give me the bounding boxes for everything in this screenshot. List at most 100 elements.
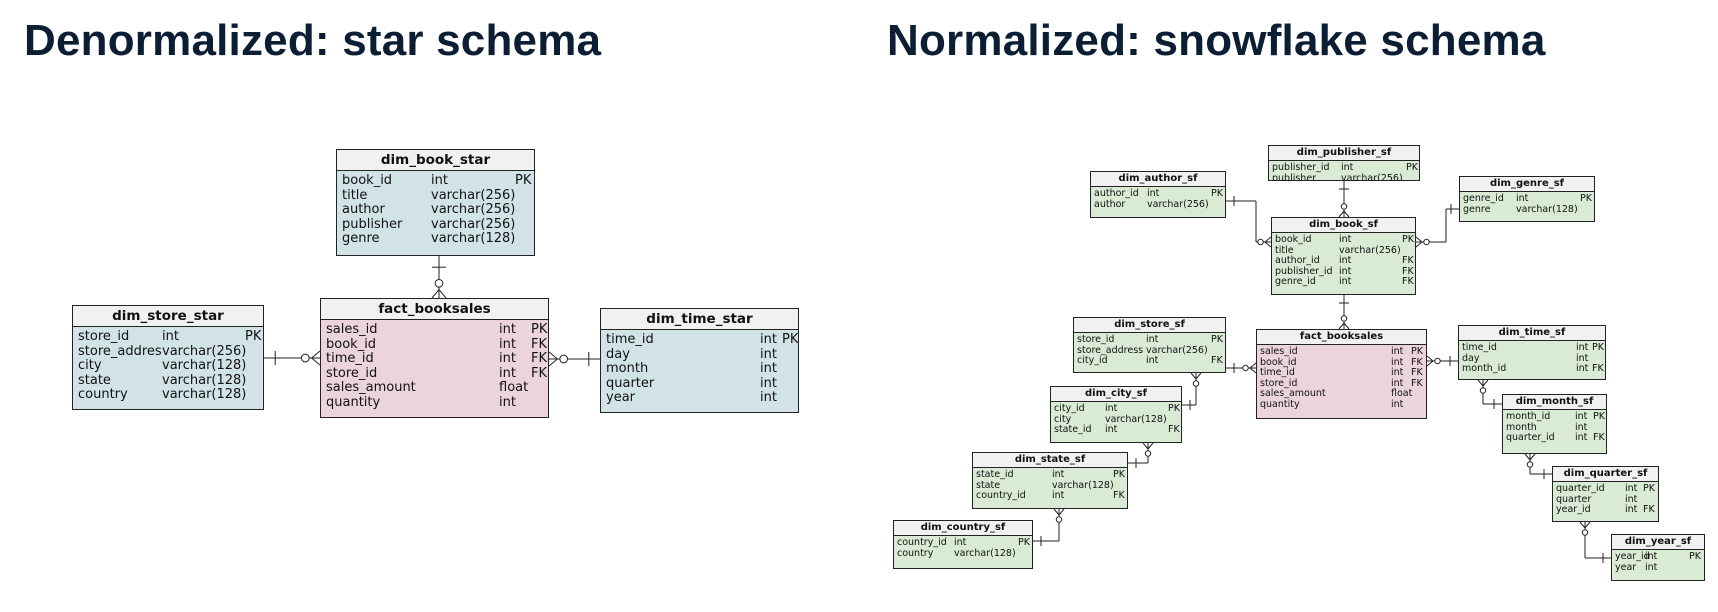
column-type: varchar(256)	[1339, 244, 1401, 256]
crow-foot-mark	[311, 357, 321, 366]
crow-foot-mark	[438, 289, 447, 299]
column-key: PK	[1402, 234, 1414, 245]
table-name: dim_genre_sf	[1460, 177, 1594, 192]
column-type: int	[1146, 334, 1159, 345]
column-key: FK	[531, 351, 548, 366]
zero-cardinality-circle	[1055, 516, 1063, 523]
column-name: author	[1094, 198, 1126, 210]
column-name: day	[606, 346, 630, 362]
column-name: sales_amount	[1260, 388, 1326, 400]
column-key: FK	[1211, 355, 1223, 367]
zero-cardinality-circle	[1581, 529, 1589, 536]
crow-foot-mark	[1415, 236, 1423, 243]
column-name: country_id	[897, 537, 947, 548]
column-name: sales_id	[326, 322, 378, 337]
crow-foot-mark	[1477, 379, 1484, 387]
column-name: book_id	[1260, 356, 1297, 368]
table-name: dim_store_star	[73, 306, 263, 327]
column-type: int	[1576, 352, 1589, 364]
zero-cardinality-circle	[559, 354, 569, 364]
column-key: FK	[531, 336, 548, 352]
column-type: int	[760, 346, 777, 362]
crow-foot-mark	[1415, 241, 1423, 248]
table-name: dim_publisher_sf	[1269, 146, 1419, 161]
column-name: country	[78, 387, 128, 402]
column-name: day	[1462, 352, 1480, 364]
column-row: sales_amount float	[1257, 389, 1426, 400]
crow-foot-mark	[1249, 362, 1257, 369]
column-type: float	[1391, 388, 1413, 400]
crow-foot-mark	[1249, 367, 1257, 374]
table-name: fact_booksales	[321, 299, 548, 320]
column-type: int	[760, 361, 777, 376]
column-name: quarter_id	[1506, 432, 1555, 444]
column-key: PK	[782, 332, 799, 347]
column-name: author_id	[1094, 188, 1139, 199]
column-type: int	[1391, 367, 1404, 379]
crow-foot-mark	[1579, 521, 1586, 529]
column-name: month	[1506, 421, 1537, 433]
zero-cardinality-circle	[1434, 357, 1441, 365]
crow-foot-mark	[1343, 210, 1350, 218]
column-key: FK	[1411, 356, 1423, 368]
column-name: title	[342, 187, 368, 203]
column-type: int	[499, 336, 516, 352]
column-name: sales_amount	[326, 380, 416, 395]
column-type: int	[1576, 342, 1589, 353]
crow-foot-mark	[548, 358, 558, 367]
zero-cardinality-circle	[1340, 203, 1348, 210]
column-name: quarter	[1556, 493, 1592, 505]
column-name: time_id	[606, 332, 654, 347]
column-key: FK	[1411, 377, 1423, 389]
column-type: int	[760, 390, 777, 405]
crow-foot-mark	[311, 350, 321, 359]
column-key: PK	[1168, 403, 1180, 414]
column-type: int	[1147, 188, 1160, 199]
column-name: month_id	[1462, 363, 1507, 375]
column-key: PK	[1580, 193, 1592, 204]
column-type: int	[1516, 193, 1529, 204]
column-type: varchar(128)	[1516, 203, 1578, 215]
column-name: store_addres	[78, 343, 162, 359]
zero-cardinality-circle	[1242, 364, 1249, 372]
column-type: int	[1052, 490, 1065, 502]
column-key: PK	[1406, 162, 1418, 173]
column-type: varchar(128)	[954, 547, 1016, 559]
column-type: varchar(128)	[162, 358, 247, 373]
crow-foot-mark	[1142, 442, 1149, 450]
zero-cardinality-circle	[1526, 461, 1534, 468]
crow-foot-mark	[1264, 236, 1272, 243]
column-name: store_id	[78, 329, 130, 344]
zero-cardinality-circle	[1257, 238, 1264, 246]
crow-foot-mark	[1190, 372, 1197, 380]
column-name: city_id	[1054, 403, 1085, 414]
table-name: dim_time_sf	[1459, 326, 1605, 341]
zero-cardinality-circle	[1192, 380, 1200, 387]
crow-foot-mark	[1264, 241, 1272, 248]
crow-foot-mark	[1338, 210, 1345, 218]
